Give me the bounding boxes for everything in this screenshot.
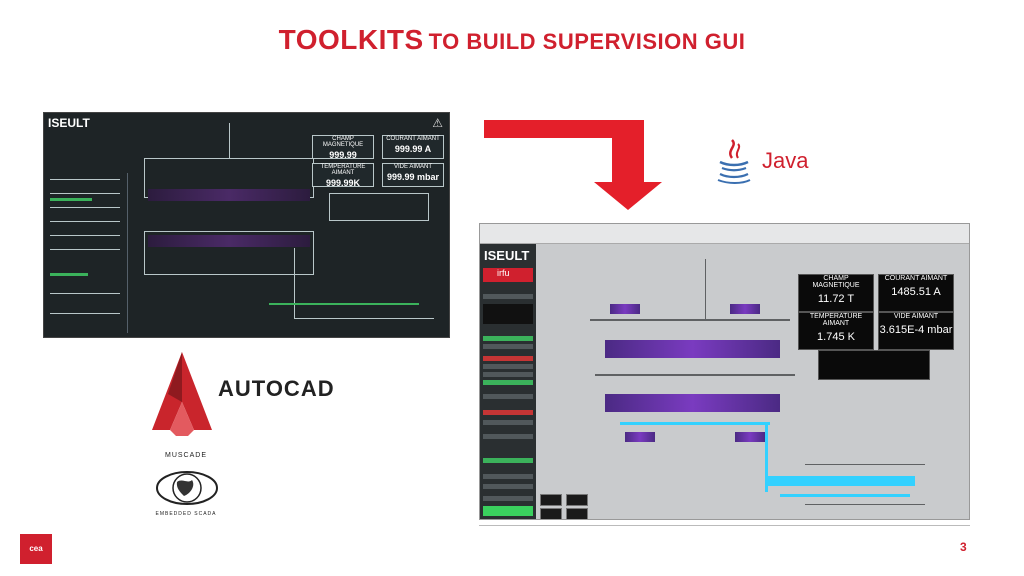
java-logo-icon [717, 139, 751, 184]
status-panel [818, 350, 930, 380]
java-supervision-screenshot: ISEULT irfu [479, 223, 970, 520]
warning-icon: ⚠ [432, 116, 443, 130]
magnet-small-right [730, 304, 760, 314]
magnet-lower [605, 394, 780, 412]
control-button[interactable] [566, 508, 588, 519]
readout-vide: VIDE AIMANT 3.615E-4 mbar [878, 312, 954, 350]
irfu-logo: irfu [483, 268, 533, 282]
left-side-panel [48, 173, 128, 333]
readout-champ: CHAMP MAGNETIQUE 999.99 [312, 135, 374, 160]
cryo-pipe [620, 422, 770, 425]
readout-vide: VIDE AIMANT 999.99 mbar [382, 163, 444, 187]
control-button[interactable] [566, 494, 588, 506]
muscade-logo-icon [156, 471, 218, 505]
magnet-lower [148, 235, 310, 247]
readout-champ: CHAMP MAGNETIQUE 11.72 T [798, 274, 874, 312]
autocad-supervision-screenshot: ISEULT ⚠ CHAMP MAGNETIQUE 999.99 [43, 112, 450, 338]
autocad-logo-icon [152, 352, 212, 436]
java-side-panel: ISEULT irfu [480, 244, 536, 519]
autocad-label: AUTOCAD [218, 376, 335, 401]
muscade-tagline: EMBEDDED SCADA [155, 511, 217, 517]
app-title: ISEULT [48, 116, 90, 130]
status-box [329, 193, 429, 221]
control-button[interactable] [540, 508, 562, 519]
arrow-icon [484, 120, 662, 210]
start-button[interactable] [483, 506, 533, 516]
readout-courant: COURANT AIMANT 999.99 A [382, 135, 444, 159]
cea-logo: cea [20, 534, 52, 564]
page-number: 3 [960, 540, 967, 554]
menu-bar [480, 224, 969, 244]
magnet-upper [148, 189, 310, 201]
divider [479, 525, 970, 526]
readout-temperature: TEMPERATURE AIMANT 1.745 K [798, 312, 874, 350]
muscade-label: MUSCADE [164, 452, 207, 459]
java-label: Java [762, 148, 809, 173]
title-rest: TO BUILD SUPERVISION GUI [428, 29, 746, 54]
control-button[interactable] [540, 494, 562, 506]
readout-temperature: TEMPERATURE AIMANT 999.99K [312, 163, 374, 188]
readout-courant: COURANT AIMANT 1485.51 A [878, 274, 954, 312]
magnet-small-left [610, 304, 640, 314]
app-title: ISEULT [484, 248, 530, 263]
magnet-upper [605, 340, 780, 358]
title-emphasis: TOOLKITS [278, 24, 424, 55]
slide-title: TOOLKITS TO BUILD SUPERVISION GUI [0, 24, 1024, 56]
